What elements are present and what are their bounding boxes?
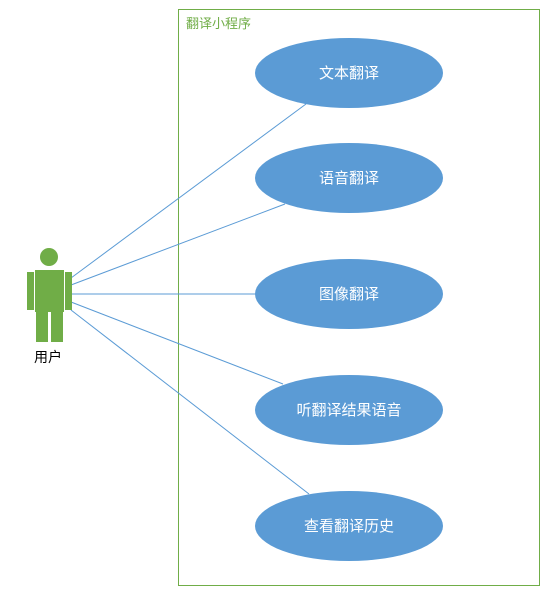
association-line-listen-result	[70, 301, 284, 385]
use-case-ellipse	[255, 143, 443, 213]
association-line-view-history	[70, 309, 310, 495]
association-line-text-translate	[70, 103, 307, 279]
use-case-image-translate: 图像翻译	[255, 259, 443, 329]
use-case-ellipse	[255, 259, 443, 329]
actor-head	[40, 248, 58, 266]
use-case-label: 语音翻译	[319, 169, 379, 187]
actor-label: 用户	[34, 349, 62, 366]
use-case-listen-result: 听翻译结果语音	[255, 375, 443, 445]
actor-body	[35, 270, 64, 312]
use-case-view-history: 查看翻译历史	[255, 491, 443, 561]
use-case-text-translate: 文本翻译	[255, 38, 443, 108]
use-case-label: 文本翻译	[319, 64, 379, 82]
use-case-voice-translate: 语音翻译	[255, 143, 443, 213]
actor-user-icon	[27, 248, 72, 342]
use-case-label: 查看翻译历史	[304, 517, 394, 535]
use-case-ellipse	[255, 375, 443, 445]
system-boundary	[178, 9, 540, 586]
actor-user: 用户	[27, 248, 72, 366]
actor-right-arm	[65, 272, 72, 310]
system-boundary-group: 翻译小程序	[178, 9, 540, 586]
use-case-ellipse	[255, 38, 443, 108]
actor-left-leg	[36, 312, 48, 342]
actor-right-leg	[51, 312, 63, 342]
use-case-label: 听翻译结果语音	[296, 401, 401, 419]
use-case-label: 图像翻译	[319, 285, 379, 303]
association-lines	[70, 103, 310, 495]
association-line-voice-translate	[70, 203, 286, 286]
actor-left-arm	[27, 272, 34, 310]
use-case-ellipse	[255, 491, 443, 561]
system-title: 翻译小程序	[186, 17, 251, 32]
